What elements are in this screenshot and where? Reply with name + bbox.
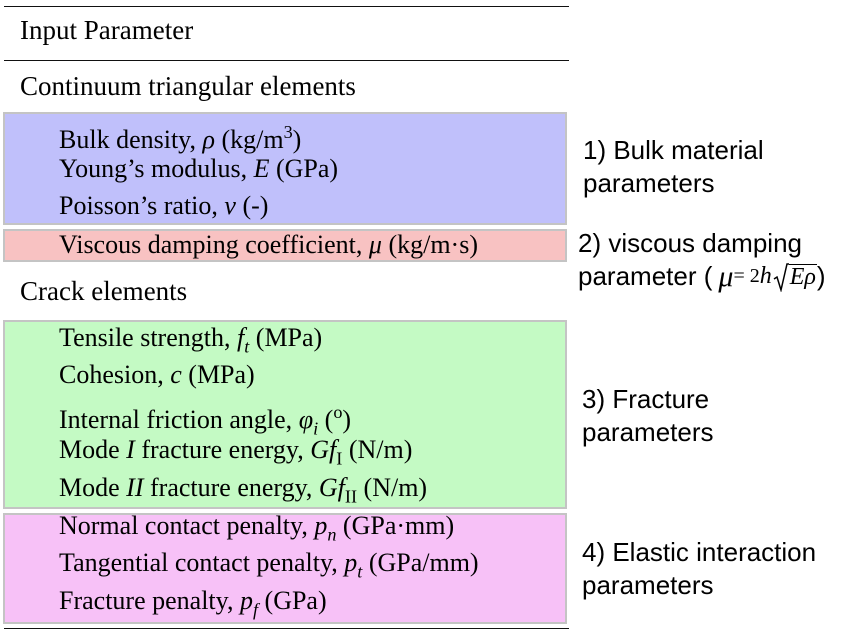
bulk-material-group-box bbox=[3, 112, 567, 225]
table-bottom-rule bbox=[4, 628, 569, 629]
param-tangential-contact-penalty: Tangential contact penalty, pt (GPa/mm) bbox=[59, 548, 479, 582]
section-title-continuum: Continuum triangular elements bbox=[20, 71, 356, 101]
table-top-rule bbox=[4, 6, 569, 7]
fracture-group-box bbox=[3, 320, 567, 509]
note-fracture: 3) Fracture parameters bbox=[582, 384, 714, 447]
param-mode-i-fracture-energy: Mode I fracture energy, GfI (N/m) bbox=[59, 435, 413, 469]
param-fracture-penalty: Fracture penalty, pf (GPa) bbox=[59, 586, 327, 620]
section-title-crack: Crack elements bbox=[20, 276, 188, 306]
param-internal-friction-angle: Internal friction angle, φi (o) bbox=[59, 402, 352, 439]
param-mode-ii-fracture-energy: Mode II fracture energy, GfII (N/m) bbox=[59, 473, 428, 507]
square-root-sign bbox=[773, 262, 789, 292]
param-poissons-ratio: Poisson’s ratio, ν (-) bbox=[59, 191, 269, 220]
param-normal-contact-penalty: Normal contact penalty, pn (GPa·mm) bbox=[59, 511, 455, 545]
param-youngs-modulus: Young’s modulus, E (GPa) bbox=[59, 154, 339, 183]
param-cohesion: Cohesion, c (MPa) bbox=[59, 360, 255, 389]
header-bottom-rule bbox=[4, 60, 569, 61]
viscous-damping-group-box bbox=[3, 229, 567, 262]
param-tensile-strength: Tensile strength, ft (MPa) bbox=[59, 323, 323, 357]
note-bulk-material: 1) Bulk material parameters bbox=[583, 135, 764, 198]
param-bulk-density: Bulk density, ρ (kg/m3) bbox=[59, 122, 302, 154]
note-elastic-interaction: 4) Elastic interaction parameters bbox=[582, 537, 817, 600]
elastic-interaction-group-box bbox=[3, 513, 567, 624]
note-viscous-damping: 2) viscous damping parameter ( μ = 2 h E… bbox=[578, 228, 826, 293]
damping-formula: μ = 2 h Eρ bbox=[718, 260, 817, 293]
table-header: Input Parameter bbox=[20, 15, 194, 45]
param-viscous-damping: Viscous damping coefficient, μ (kg/m·s) bbox=[59, 230, 478, 259]
